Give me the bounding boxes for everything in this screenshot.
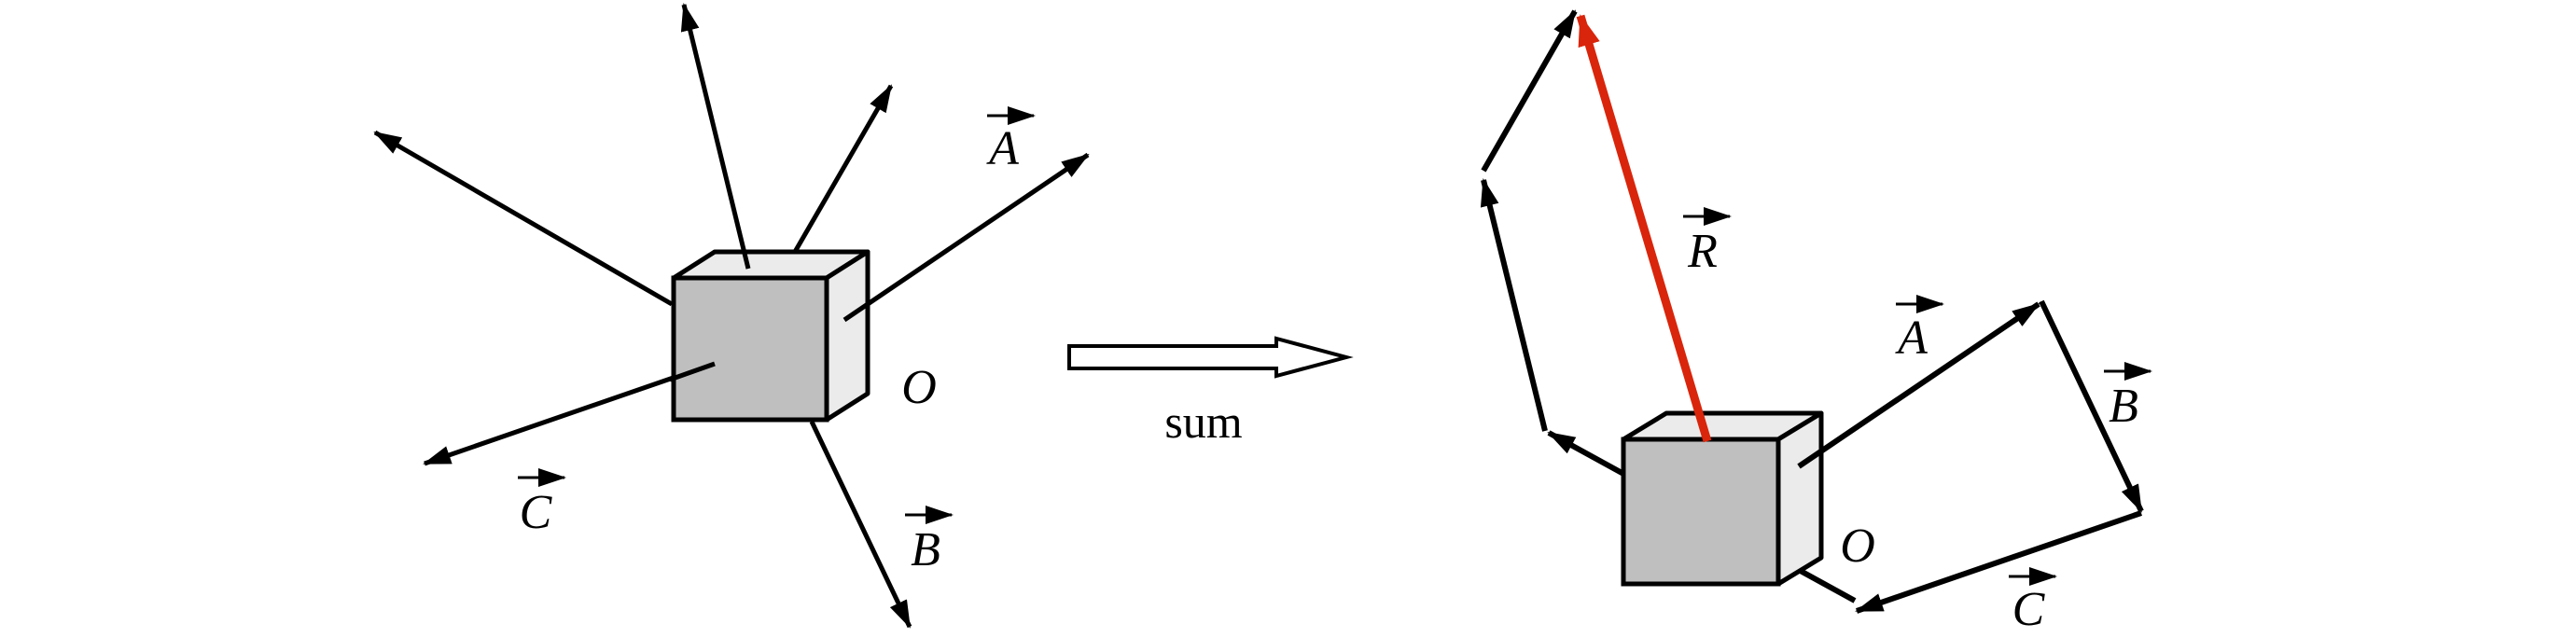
label-c-text: C <box>520 486 553 539</box>
label-b-text: B <box>911 523 940 576</box>
right-vector-b <box>2039 299 2144 513</box>
right-resultant-vector-r <box>1576 14 1712 443</box>
right-vector-a <box>1797 301 2040 469</box>
left-vector-c <box>423 361 715 466</box>
sum-operator: sum <box>1067 336 1354 448</box>
label-a-text: A <box>986 122 1019 175</box>
right-label-r: R <box>1683 207 1732 278</box>
right-origin-label: O <box>1840 520 1875 573</box>
left-upper-left-vector <box>373 130 674 307</box>
right-panel: R A B C O <box>1480 9 2152 636</box>
left-upper-right-vector <box>792 84 894 254</box>
left-vector-c-stub <box>669 361 716 382</box>
left-label-b: B <box>905 506 954 576</box>
label-a-text: A <box>1895 312 1928 365</box>
right-label-c: C <box>2009 567 2057 636</box>
right-label-b: B <box>2104 362 2152 433</box>
right-chain-vertical-vector <box>1480 178 1548 432</box>
right-label-a: A <box>1895 295 1944 365</box>
left-label-c: C <box>518 468 566 539</box>
left-label-a: A <box>986 106 1036 175</box>
left-vector-b <box>809 420 912 629</box>
right-vector-c <box>1855 510 2142 614</box>
label-c-text: C <box>2012 583 2046 636</box>
label-r-text: R <box>1687 225 1718 278</box>
left-vector-a <box>842 152 1090 323</box>
left-vertical-vector <box>680 3 751 270</box>
hollow-right-arrow-icon <box>1067 336 1354 379</box>
left-panel: A B C O <box>373 3 1090 629</box>
left-cube <box>671 249 870 423</box>
label-b-text: B <box>2109 380 2138 433</box>
right-cube <box>1621 410 1824 587</box>
sum-label: sum <box>1164 395 1242 448</box>
right-chain-upper-right-vector <box>1481 9 1578 173</box>
left-origin-label: O <box>901 361 937 414</box>
